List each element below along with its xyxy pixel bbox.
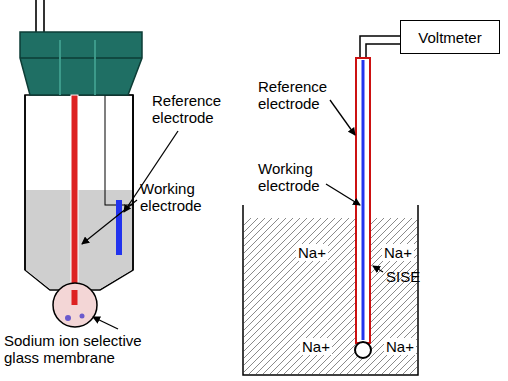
part-label: Working electrode xyxy=(258,160,338,194)
leader-line xyxy=(326,184,360,205)
glass-membrane xyxy=(53,283,97,327)
filling-solution xyxy=(26,190,132,289)
wire xyxy=(366,44,400,58)
cable xyxy=(35,0,37,32)
probe-cap xyxy=(20,32,142,95)
leader-line xyxy=(330,100,355,135)
sise-bulb xyxy=(355,342,371,358)
beaker xyxy=(243,205,418,375)
ion-label: Na+ xyxy=(384,338,416,355)
working-electrode xyxy=(71,95,78,295)
cable xyxy=(43,0,45,32)
ion-label: Na+ xyxy=(300,338,332,355)
wire xyxy=(360,36,400,58)
probe-body xyxy=(25,95,133,290)
leader-line xyxy=(93,317,118,329)
part-label: Reference electrode xyxy=(258,78,338,112)
reference-element xyxy=(116,200,122,255)
part-label: SISE xyxy=(386,268,420,285)
reference-chamber xyxy=(105,95,133,205)
part-label: Sodium ion selective glass membrane xyxy=(4,332,154,366)
ion-label: Na+ xyxy=(382,244,414,261)
solution xyxy=(244,218,417,374)
ion-label: Na+ xyxy=(296,244,328,261)
meter-box: Voltmeter xyxy=(400,20,500,54)
leader-line xyxy=(82,200,137,244)
part-label: Reference electrode xyxy=(152,92,240,126)
sise-probe xyxy=(356,58,370,343)
meter-label: Voltmeter xyxy=(418,29,481,46)
leader-line xyxy=(373,266,383,272)
reference-line xyxy=(362,60,365,340)
part-label: Working electrode xyxy=(140,180,220,214)
